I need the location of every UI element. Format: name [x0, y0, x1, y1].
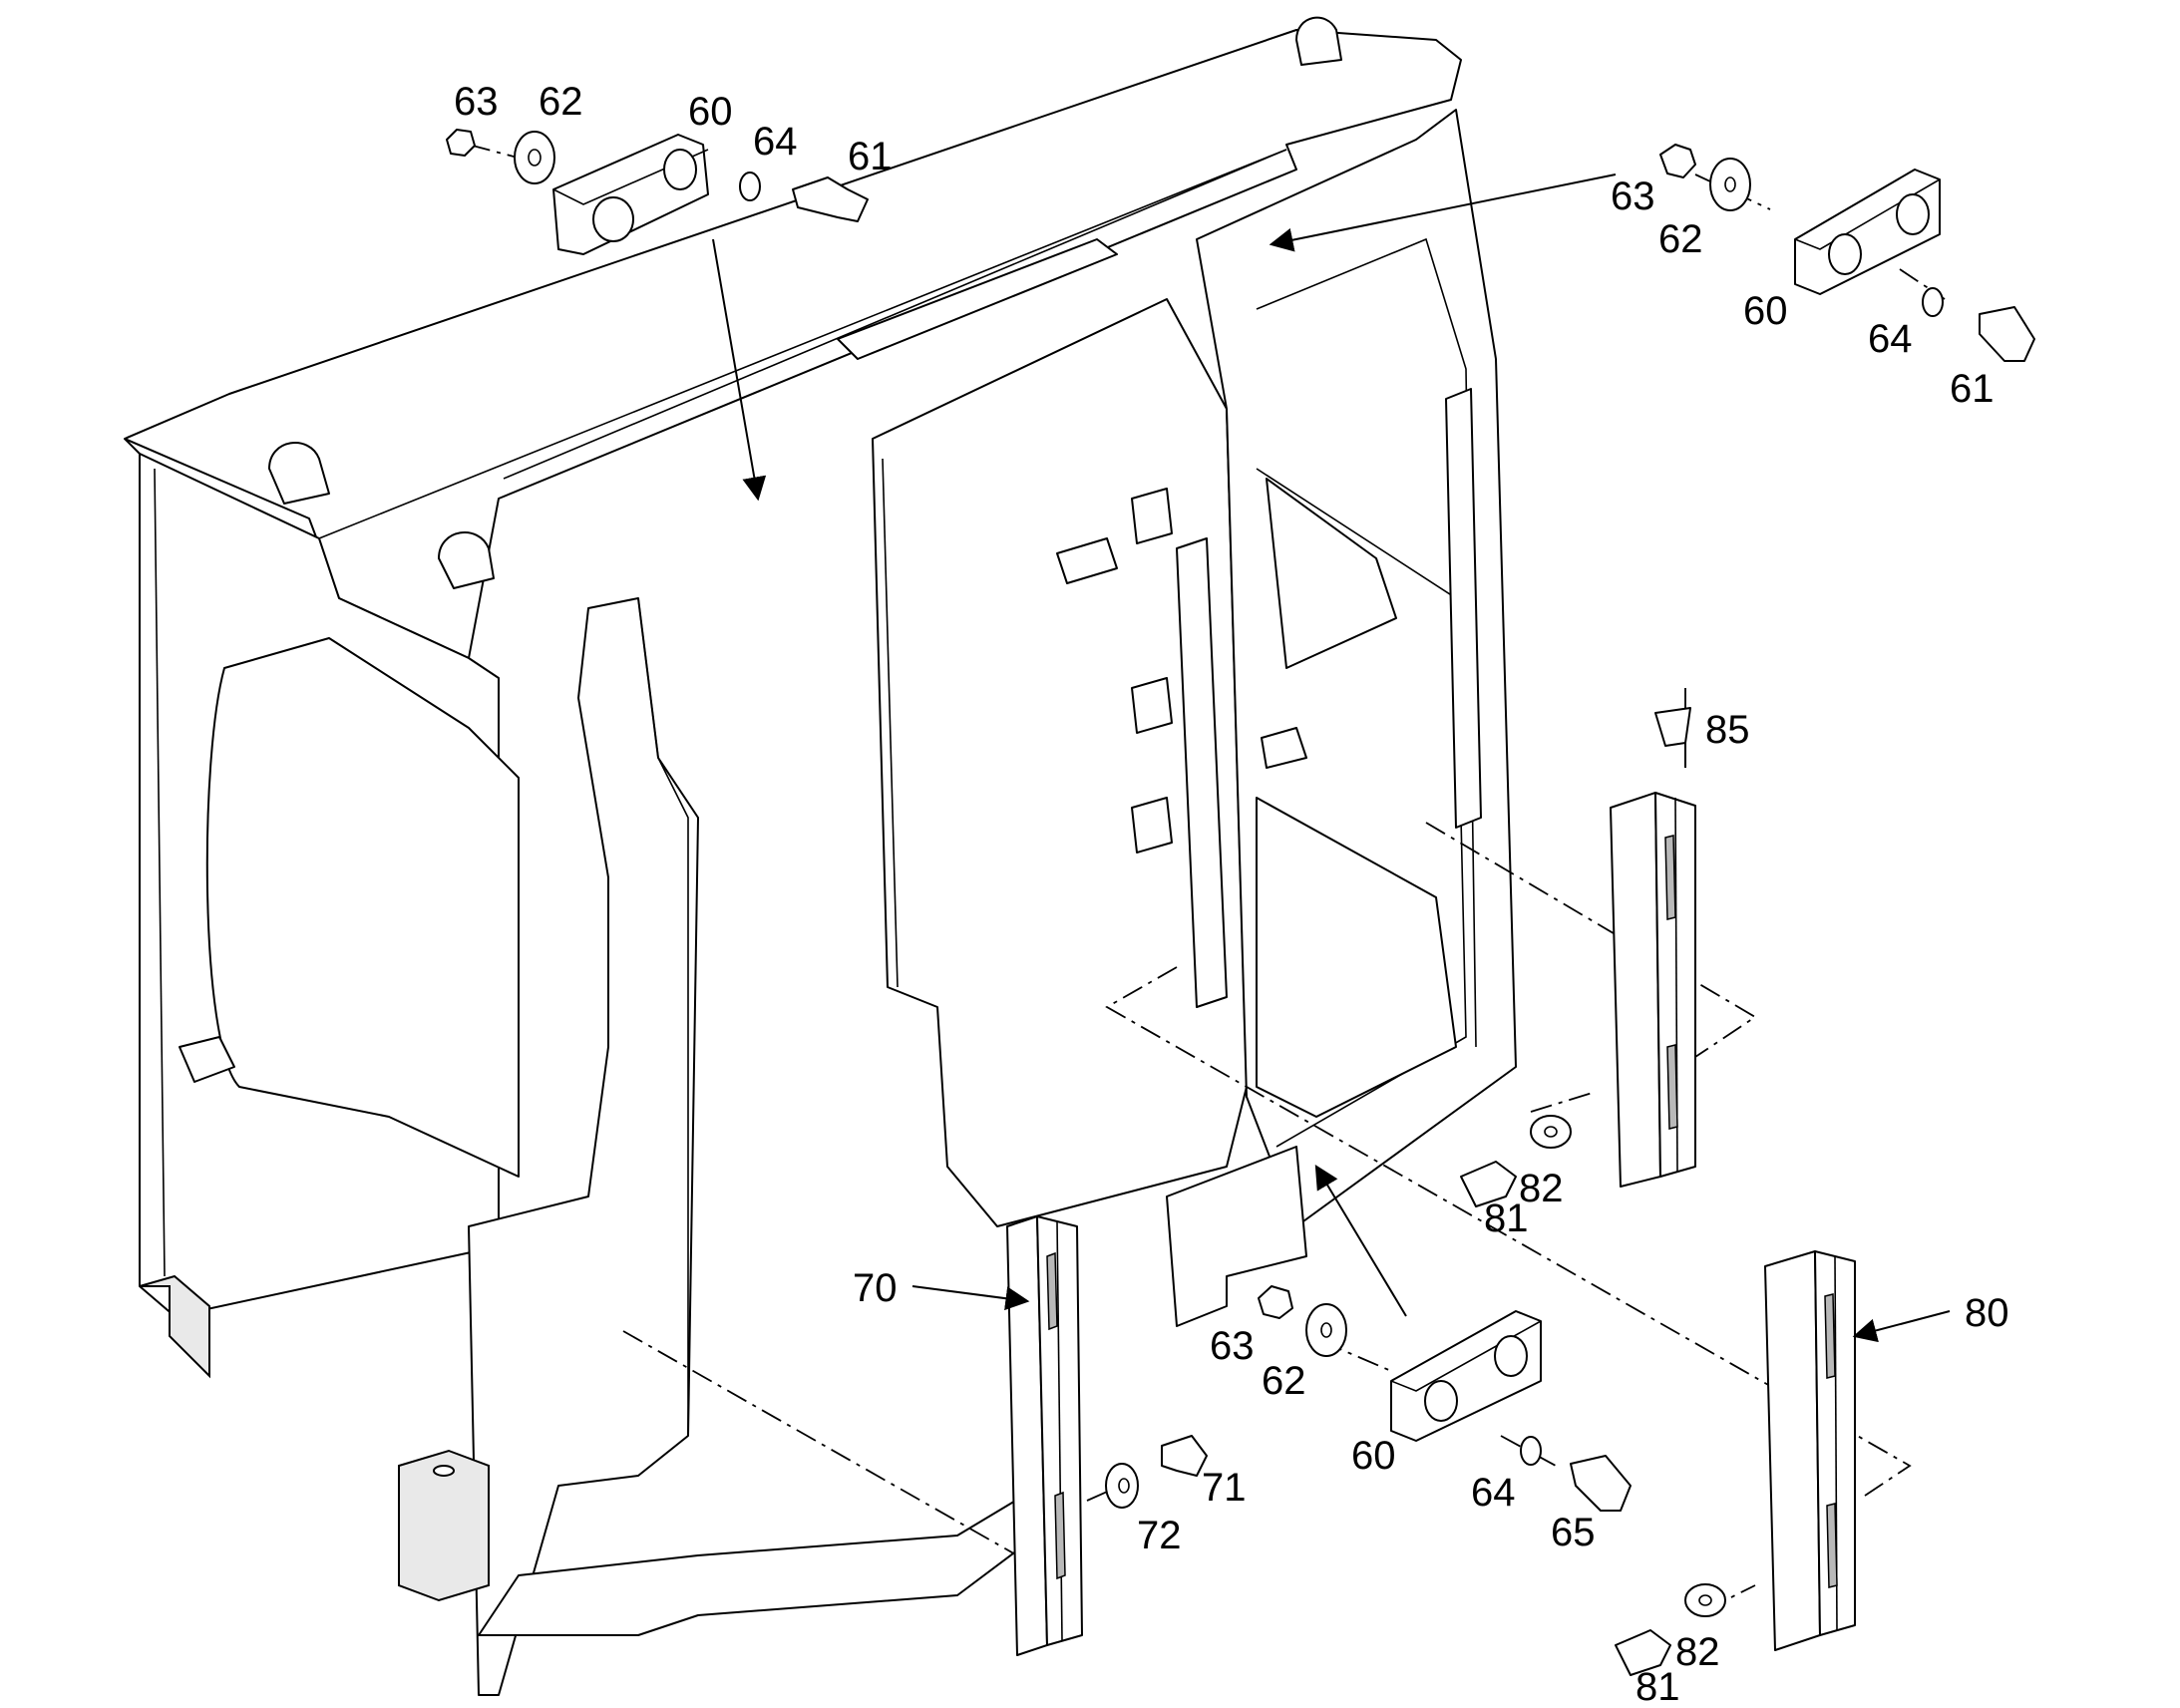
callout-81-upper: 81 [1484, 1196, 1529, 1240]
hinge-right-lower [1615, 1250, 1856, 1676]
bolt [792, 176, 869, 222]
top-left-bracket-set [446, 129, 869, 255]
callout-64-bottom: 64 [1471, 1471, 1516, 1515]
bolt [1615, 1629, 1671, 1676]
top-right-bracket-set [1659, 144, 2035, 362]
washer [514, 131, 555, 184]
callout-63-top-right: 63 [1611, 174, 1655, 218]
callout-62-bottom: 62 [1262, 1359, 1306, 1403]
hex-nut [446, 129, 476, 157]
washer [1530, 1115, 1572, 1149]
callout-72: 72 [1137, 1514, 1182, 1557]
callout-80: 80 [1965, 1291, 2009, 1335]
callout-85: 85 [1705, 708, 1750, 752]
lock-washer [1520, 1436, 1542, 1466]
bolt [1570, 1455, 1632, 1512]
hex-nut [1258, 1285, 1293, 1319]
callout-labels: 63 62 60 64 61 63 62 60 64 61 85 82 81 8… [454, 80, 2009, 1708]
washer [1105, 1463, 1139, 1509]
callout-60-bottom: 60 [1351, 1434, 1396, 1478]
main-frame [124, 16, 1517, 1696]
leader-lines [712, 173, 1951, 1343]
lock-washer [739, 171, 761, 201]
callout-64-top-right: 64 [1868, 317, 1913, 361]
callout-65: 65 [1551, 1511, 1596, 1554]
lock-washer [1922, 287, 1944, 317]
callout-62-top-right: 62 [1658, 217, 1703, 261]
washer [1709, 158, 1751, 211]
hex-nut [1659, 144, 1696, 178]
callout-61-top-right: 61 [1950, 367, 1995, 411]
hinge-right-upper [1460, 707, 1696, 1207]
hinge-left [1006, 1215, 1208, 1656]
callout-70: 70 [853, 1266, 898, 1310]
callout-62-top-left: 62 [539, 80, 583, 124]
bottom-bracket-set [1258, 1285, 1632, 1512]
callout-63-top-left: 63 [454, 80, 499, 124]
callout-60-top-right: 60 [1743, 289, 1788, 333]
callout-63-bottom: 63 [1210, 1324, 1255, 1368]
washer [1684, 1583, 1726, 1617]
callout-71: 71 [1202, 1466, 1247, 1510]
callout-81-lower: 81 [1635, 1665, 1680, 1708]
bolt [1161, 1435, 1208, 1477]
bolt [1979, 306, 2035, 362]
callout-61-top-left: 61 [848, 135, 893, 178]
callout-64-top-left: 64 [753, 120, 798, 164]
bracket-block [1390, 1310, 1542, 1442]
washer [1305, 1303, 1347, 1357]
callout-60-top-left: 60 [688, 90, 733, 134]
callout-82-lower: 82 [1675, 1630, 1720, 1674]
cap [1654, 707, 1691, 747]
bolt [1460, 1161, 1517, 1207]
callout-82-upper: 82 [1519, 1167, 1564, 1210]
